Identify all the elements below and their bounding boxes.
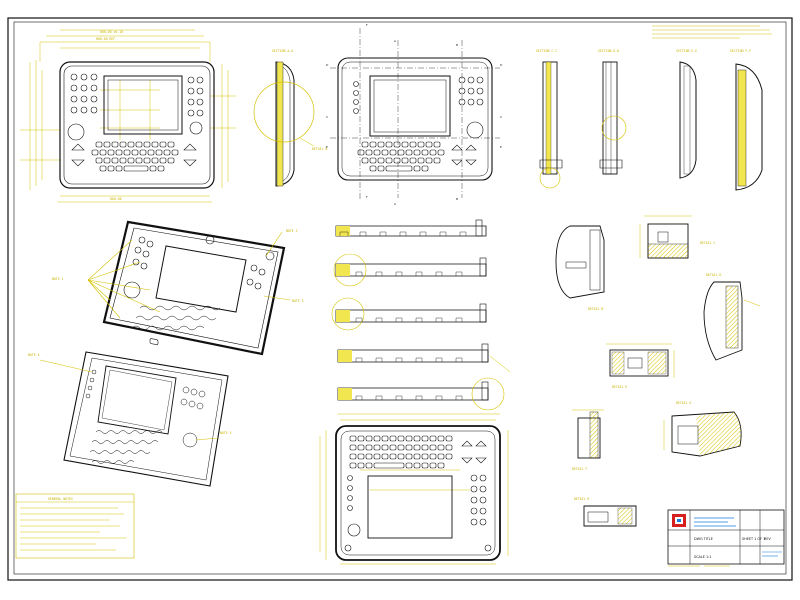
svg-text:SECTION D-D: SECTION D-D <box>598 49 619 53</box>
keyboard-rows-front <box>71 141 197 172</box>
title-block-cell: SHEET 1 OF 1 <box>742 537 765 541</box>
section-marker: B <box>456 43 458 47</box>
detail-view: DETAIL C <box>639 215 715 259</box>
svg-text:SECTION E-E: SECTION E-E <box>676 49 697 53</box>
side-sections-top: SECTION C-C SECTION D-D SECTION E-E SECT… <box>536 49 763 191</box>
svg-text:SECTION A-A: SECTION A-A <box>272 49 293 53</box>
section-strip <box>333 253 487 287</box>
rear-keys <box>344 435 492 552</box>
section-marker: A <box>394 202 397 206</box>
svg-text:NOTE 5: NOTE 5 <box>220 431 232 435</box>
section-marker: E <box>500 145 502 149</box>
inner-border <box>13 21 787 575</box>
title-block-cell: REV <box>764 537 771 541</box>
svg-text:NOTE 1: NOTE 1 <box>52 277 64 281</box>
detail-view: DETAIL G <box>663 401 742 457</box>
section-markers: A A B B C C D D E E F F <box>326 23 503 206</box>
sheet-border <box>7 17 793 581</box>
notes-header: GENERAL NOTES <box>48 497 73 501</box>
section-strips <box>331 219 511 411</box>
svg-text:DETAIL E: DETAIL E <box>612 385 627 389</box>
section-strip <box>337 343 511 373</box>
section-marker: B <box>456 197 458 201</box>
section-marker: D <box>326 63 329 67</box>
title-block-cell: DWG TITLE <box>694 537 713 541</box>
svg-text:000.00 ±0.10: 000.00 ±0.10 <box>100 30 123 34</box>
keys-sectioned <box>353 76 484 172</box>
svg-text:DETAIL D: DETAIL D <box>706 273 721 277</box>
rear-view-dimensioned <box>319 413 509 565</box>
svg-text:SECTION C-C: SECTION C-C <box>536 49 557 53</box>
front-view-dimensioned: 000.00 ±0.10 000.00 REF 000.00 <box>20 29 236 203</box>
detail-view: DETAIL D <box>703 273 761 361</box>
section-marker: F <box>366 23 368 27</box>
detail-view: DETAIL F <box>572 409 604 471</box>
section-marker: C <box>500 115 502 119</box>
svg-text:NOTE 3: NOTE 3 <box>292 299 304 303</box>
front-view-sectioned: A A B B C C D D E E F F <box>326 23 503 206</box>
detail-views: DETAIL B DETAIL C DETAIL D DETAIL E <box>555 215 761 527</box>
svg-text:NOTE 2: NOTE 2 <box>286 229 298 233</box>
detail-view: DETAIL B <box>555 225 605 311</box>
title-block: DWG TITLE SCALE 1:1 SHEET 1 OF 1 REV <box>667 509 785 565</box>
svg-text:DETAIL B: DETAIL B <box>588 307 603 311</box>
section-strip <box>335 219 487 237</box>
leader-lines <box>87 231 291 319</box>
revision-notes <box>652 25 772 39</box>
company-logo <box>672 514 686 527</box>
section-strip <box>331 297 487 331</box>
svg-text:NOTE 4: NOTE 4 <box>28 353 40 357</box>
detail-view: DETAIL E <box>606 343 675 389</box>
isometric-back-view: NOTE 1 NOTE 2 NOTE 3 <box>52 220 304 356</box>
isometric-front-view: NOTE 4 NOTE 5 <box>28 351 232 487</box>
svg-text:SECTION F-F: SECTION F-F <box>730 49 751 53</box>
svg-text:000.00 REF: 000.00 REF <box>96 37 115 41</box>
section-marker: F <box>366 195 368 199</box>
svg-text:DETAIL F: DETAIL F <box>572 467 587 471</box>
section-marker: C <box>326 115 328 119</box>
svg-text:DETAIL H: DETAIL H <box>574 497 589 501</box>
dimension-lines <box>20 29 236 203</box>
svg-text:DETAIL B: DETAIL B <box>312 147 327 151</box>
section-marker: A <box>394 39 397 43</box>
svg-text:DETAIL G: DETAIL G <box>676 401 691 405</box>
svg-text:000.00: 000.00 <box>110 197 122 201</box>
title-block-cell: SCALE 1:1 <box>694 555 711 559</box>
svg-text:DETAIL C: DETAIL C <box>700 241 715 245</box>
section-marker: E <box>326 145 328 149</box>
section-marker: D <box>500 63 503 67</box>
keys-front <box>67 73 204 141</box>
notes-table: GENERAL NOTES <box>15 493 135 559</box>
detail-view: DETAIL H <box>574 497 637 527</box>
section-strip <box>337 377 505 411</box>
side-view-1: SECTION A-A DETAIL B <box>253 49 327 187</box>
